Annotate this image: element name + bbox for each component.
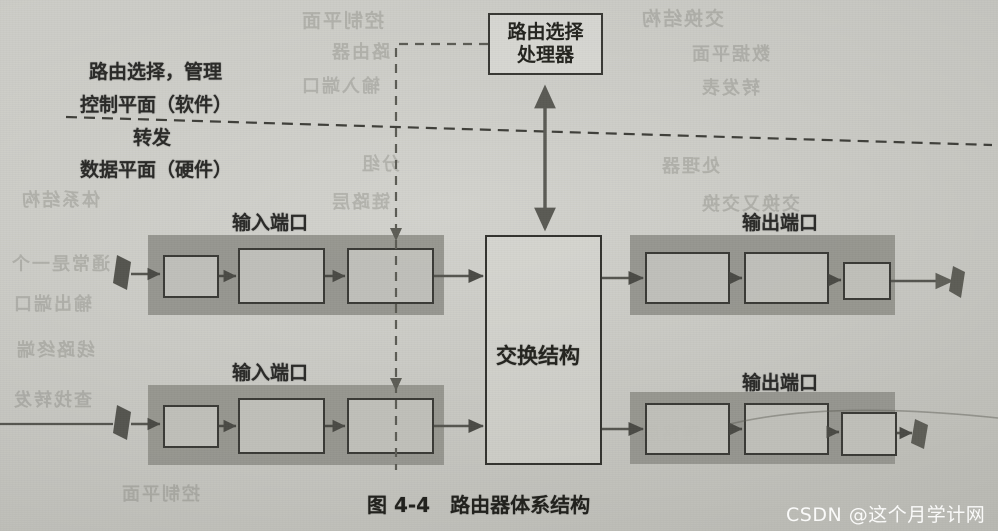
output-link-flag-top [949,266,965,298]
plane-separator-dashed-line [65,115,993,147]
input-port-bottom-stage-3[interactable] [347,398,434,454]
input-port-top-stage-2[interactable] [238,248,325,304]
bleed-text: 控制平面 [300,10,385,32]
bleed-text: 链路层 [330,192,390,213]
output-port-top-stage-2[interactable] [744,252,829,304]
input-port-top-stage-1[interactable] [163,255,219,298]
figure-caption: 图 4-4 路由器体系结构 [367,493,591,517]
input-port-top-stage-3[interactable] [347,248,434,304]
output-port-bottom-stage-1[interactable] [645,403,730,455]
data-plane-label: 数据平面（硬件） [80,159,233,181]
output-port-bottom-stage-3[interactable] [841,412,897,456]
output-link-flag-bottom [911,419,928,449]
bleed-text: 线路终端 [15,340,95,361]
routing-processor-line2: 处理器 [516,44,574,66]
input-port-top-label: 输入端口 [232,212,309,234]
routing-processor-box[interactable]: 路由选择 处理器 [488,13,603,75]
input-link-flag-bottom [113,405,131,440]
bleed-text: 通常是一个 [10,254,110,275]
bleed-text: 处理器 [660,156,720,177]
bleed-text: 转发表 [700,78,760,99]
routing-processor-line1: 路由选择 [507,20,584,43]
bleed-text: 控制平面 [120,484,200,505]
csdn-watermark: CSDN @这个月学计网 [786,504,986,526]
input-port-bottom-stage-2[interactable] [238,398,325,454]
bleed-text: 路由器 [330,42,390,63]
control-plane-label: 控制平面（软件） [80,94,233,116]
bleed-text: 体系结构 [20,190,100,211]
input-port-bottom-label: 输入端口 [232,362,309,384]
input-link-flag-top [113,255,131,290]
routing-management-label: 路由选择，管理 [89,61,223,83]
forwarding-label: 转发 [133,127,172,149]
bleed-text: 交换结构 [640,8,725,30]
bleed-text: 数据平面 [690,44,770,65]
output-port-top-stage-1[interactable] [645,252,730,304]
bleed-text: 输出端口 [12,294,92,315]
output-port-bottom-stage-2[interactable] [744,403,829,455]
switching-fabric-label: 交换结构 [496,344,580,368]
bleed-text: 查找转发 [12,390,92,411]
output-port-top-stage-3[interactable] [843,262,891,300]
bleed-text: 输入端口 [300,76,380,97]
output-port-bottom-label: 输出端口 [742,372,819,394]
input-port-bottom-stage-1[interactable] [163,405,219,448]
switching-fabric-box[interactable] [485,235,602,465]
output-port-top-label: 输出端口 [742,212,819,234]
bleed-text: 分组 [360,154,400,175]
